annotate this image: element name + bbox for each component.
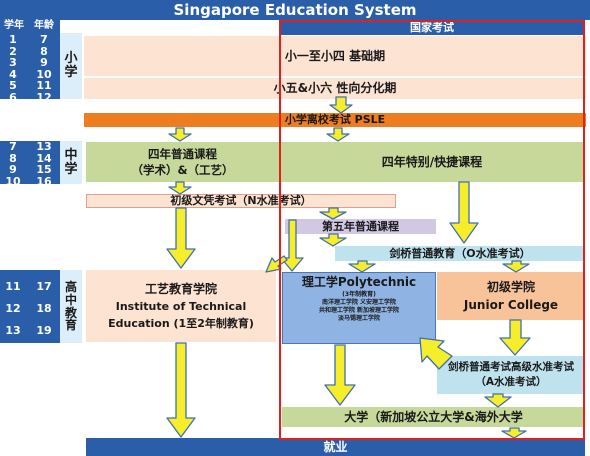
grade-header: 学年 [0,20,28,33]
arrow-special-course-to-o-level [449,181,479,244]
junior-college-box: 初级学院 Junior College [437,272,585,320]
fifth-year-course-box: 第五年普通课程 [285,219,436,234]
special-express-course-box: 四年特别/快捷课程 [281,142,583,182]
national-exam-header: 国家考试 [281,21,583,35]
ite-box: 工艺教育学院 Institute of Technical Education … [86,270,276,342]
a-level-exam-box: 剑桥普通考试高级水准考试 （A水准考试） [437,356,585,394]
arrow-fifth-year-to-o-level [319,233,347,247]
employment-bar: 就业 [86,438,585,456]
arrow-polytechnic-to-university [324,344,356,406]
arrow-university-to-employment [501,427,527,439]
foundation-stage-box: 小一至小四 基础期 [84,36,586,76]
arrow-n-level-to-fifth-year [319,207,347,220]
o-level-exam-box: 剑桥普通教育（O水准考试） [335,246,585,261]
orientation-stage-box: 小五&小六 性向分化期 [84,78,586,99]
arrow-psle-to-normal-course [168,127,192,142]
arrow-o-level-to-ite [265,255,288,273]
arrow-o-level-to-junior-college [502,260,530,273]
arrow-a-level-to-university [484,393,512,408]
arrow-o-level-to-polytechnic [348,260,376,273]
psle-bar: 小学离校考试 PSLE [84,113,586,127]
primary-label: 小学 [60,33,82,99]
arrow-a-level-to-polytechnic [419,337,453,370]
secondary-grade-age-panel [0,141,60,184]
polytechnic-box: 理工学Polytechnic (3年制教育) 南洋理工学院 义安理工学院 共和理… [282,272,436,344]
secondary-label: 中学 [60,141,82,184]
arrow-n-level-to-ite [166,207,196,269]
arrow-n-level-to-polytechnic [280,219,304,272]
arrow-psle-to-special-course [326,127,350,142]
university-bar: 大学（新加坡公立大学&海外大学 [282,407,585,427]
post-secondary-grade-age-panel [0,270,60,343]
title-bar: Singapore Education System [0,0,590,20]
arrow-normal-course-to-n-level [168,181,192,195]
n-level-exam-box: 初级文凭考试（N水准考试） [86,194,396,208]
age-header: 年龄 [28,20,60,33]
arrow-ite-to-employment [166,342,196,438]
post-secondary-label: 高中 教育 [60,270,82,343]
normal-course-box: 四年普通课程 （学术）&（工艺） [86,142,279,182]
arrow-junior-college-to-a-level [499,319,531,356]
arrow-orientation-to-psle [329,96,353,114]
primary-grade-age-panel [0,33,60,99]
